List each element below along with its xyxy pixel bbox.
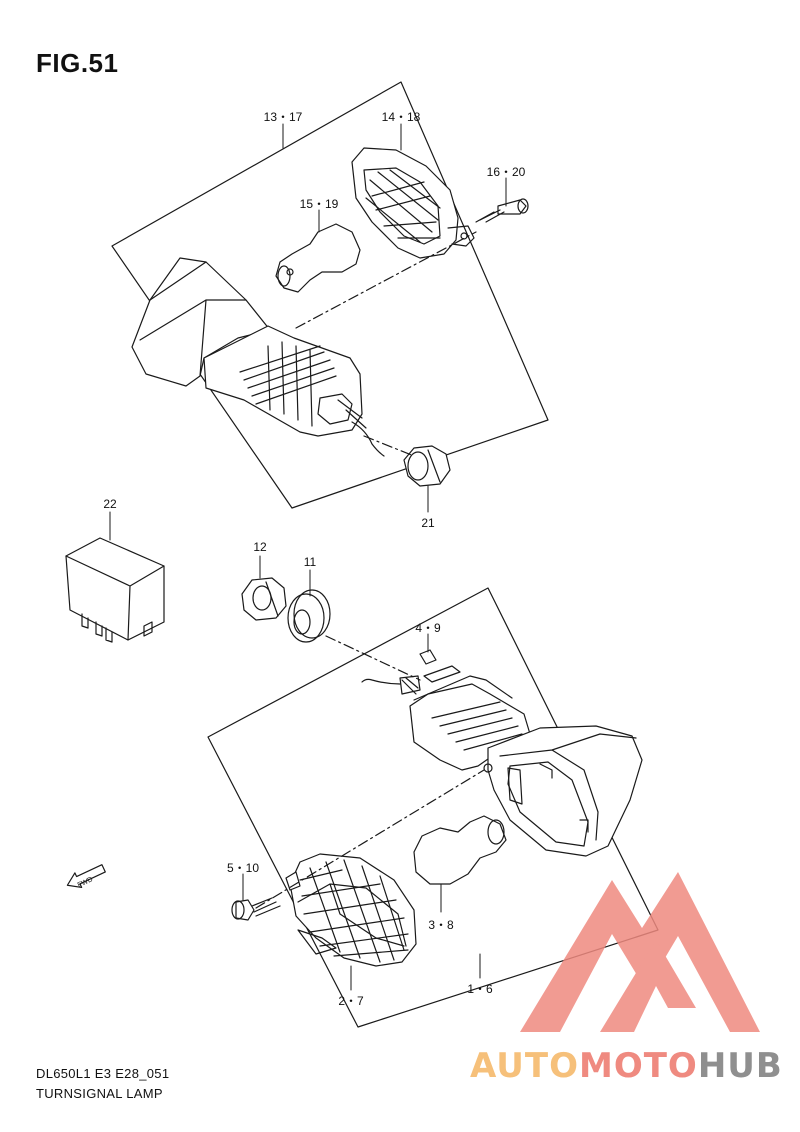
watermark-auto: AUTO (470, 1046, 579, 1086)
footer-model-code: DL650L1 E3 E28_051 (36, 1066, 170, 1081)
watermark-text: AUTOMOTOHUB (470, 1046, 783, 1086)
part-label-12: 12 (253, 540, 267, 554)
bulb-lower (413, 815, 507, 885)
part-label-21: 21 (421, 516, 435, 530)
part-label-11: 11 (303, 555, 317, 569)
part-label-15-19: 15・19 (299, 197, 339, 211)
figure-title: FIG.51 (36, 48, 119, 78)
front-lamp-lens (351, 147, 475, 259)
lamp-nut-upper (403, 445, 451, 487)
footer-part-name: TURNSIGNAL LAMP (36, 1086, 163, 1101)
part-label-13-17: 13・17 (263, 110, 303, 124)
washer-11 (287, 589, 331, 643)
grommet-4-9 (419, 649, 437, 665)
part-label-5-10: 5・10 (226, 861, 260, 875)
front-lamp-housing (131, 257, 385, 457)
lens-screw-lower (231, 897, 281, 921)
part-label-14-18: 14・18 (381, 110, 421, 124)
upper-assembly-frame (111, 81, 549, 509)
nut-12 (241, 577, 287, 621)
part-label-16-20: 16・20 (486, 165, 526, 179)
watermark-moto: MOTO (578, 1046, 698, 1086)
part-label-1-6: 1・6 (467, 982, 493, 996)
part-label-4-9: 4・9 (415, 621, 441, 635)
lens-screw-upper (475, 198, 529, 223)
fwd-arrow-icon (66, 864, 106, 889)
part-label-2-7: 2・7 (338, 994, 364, 1008)
leader-lines (109, 123, 507, 991)
rear-lamp-housing (361, 665, 643, 857)
watermark-hub: HUB (697, 1046, 783, 1086)
turn-signal-relay (65, 537, 165, 643)
bulb-upper (275, 223, 361, 293)
watermark-logo-icon (520, 872, 760, 1032)
rear-lamp-lens (285, 853, 417, 967)
part-label-3-8: 3・8 (428, 918, 454, 932)
part-label-22: 22 (103, 497, 117, 511)
